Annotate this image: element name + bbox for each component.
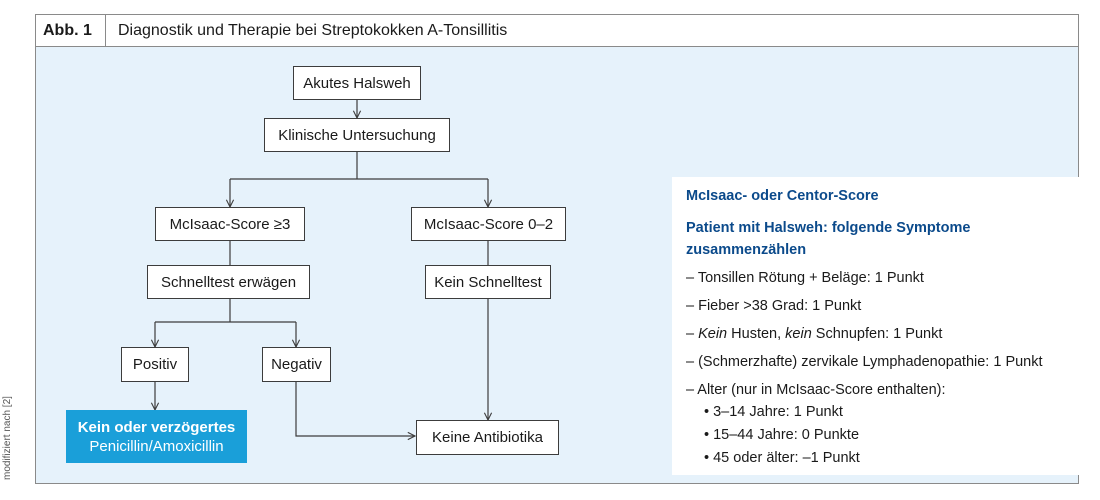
age-group-1-text: 3–14 Jahre: 1 Punkt [713,404,843,420]
treatment-line-2: Penicillin/Amoxicillin [89,437,224,455]
cough-negation-2: kein [785,326,812,342]
node-no-rapid-test: Kein Schnelltest [425,265,551,299]
source-note: modifiziert nach [2] [2,396,13,480]
cough-text-end: Schnupfen: 1 Punkt [811,326,943,342]
score-box-subtitle: Patient mit Halsweh: folgende Symptome z… [686,220,971,258]
flowchart-connectors [36,100,1080,485]
age-group-2: • 15–44 Jahre: 0 Punkte [704,427,860,443]
node-treatment: Kein oder verzögertes Penicillin/Amoxici… [66,410,247,463]
figure-header: Abb. 1 Diagnostik und Therapie bei Strep… [36,15,1078,47]
figure-label: Abb. 1 [36,15,106,46]
score-box-title: McIsaac- oder Centor-Score [686,188,879,204]
node-negative: Negativ [262,347,331,382]
node-score-high: McIsaac-Score ≥3 [155,207,305,241]
treatment-line-1: Kein oder verzögertes [77,418,236,436]
node-consider-rapid-test: Schnelltest erwägen [147,265,310,299]
figure-frame: Abb. 1 Diagnostik und Therapie bei Strep… [35,14,1094,485]
node-clinical-exam: Klinische Untersuchung [264,118,450,152]
arrow-negative-to-noab [295,382,415,436]
criterion-cough: – Kein Husten, kein Schnupfen: 1 Punkt [686,326,943,342]
node-positive: Positiv [121,347,189,382]
criterion-age: – Alter (nur in McIsaac-Score enthalten)… [686,382,946,398]
criterion-fever: – Fieber >38 Grad: 1 Punkt [686,298,862,314]
age-group-1: • 3–14 Jahre: 1 Punkt [704,404,843,420]
node-acute-sore-throat: Akutes Halsweh [293,66,421,100]
criterion-tonsils: – Tonsillen Rötung + Beläge: 1 Punkt [686,270,924,286]
criterion-lymph: – (Schmerzhafte) zervikale Lymphadenopat… [686,354,1043,370]
cough-negation-1: Kein [698,326,728,342]
node-no-antibiotics: Keine Antibiotika [416,420,559,455]
age-group-3: • 45 oder älter: –1 Punkt [704,450,860,466]
cough-text: Husten, [727,326,786,342]
score-box: McIsaac- oder Centor-Score Patient mit H… [672,177,1094,475]
node-score-low: McIsaac-Score 0–2 [411,207,566,241]
age-group-3-text: 45 oder älter: –1 Punkt [713,450,860,466]
figure-title: Diagnostik und Therapie bei Streptokokke… [118,22,508,39]
age-group-2-text: 15–44 Jahre: 0 Punkte [713,427,860,443]
